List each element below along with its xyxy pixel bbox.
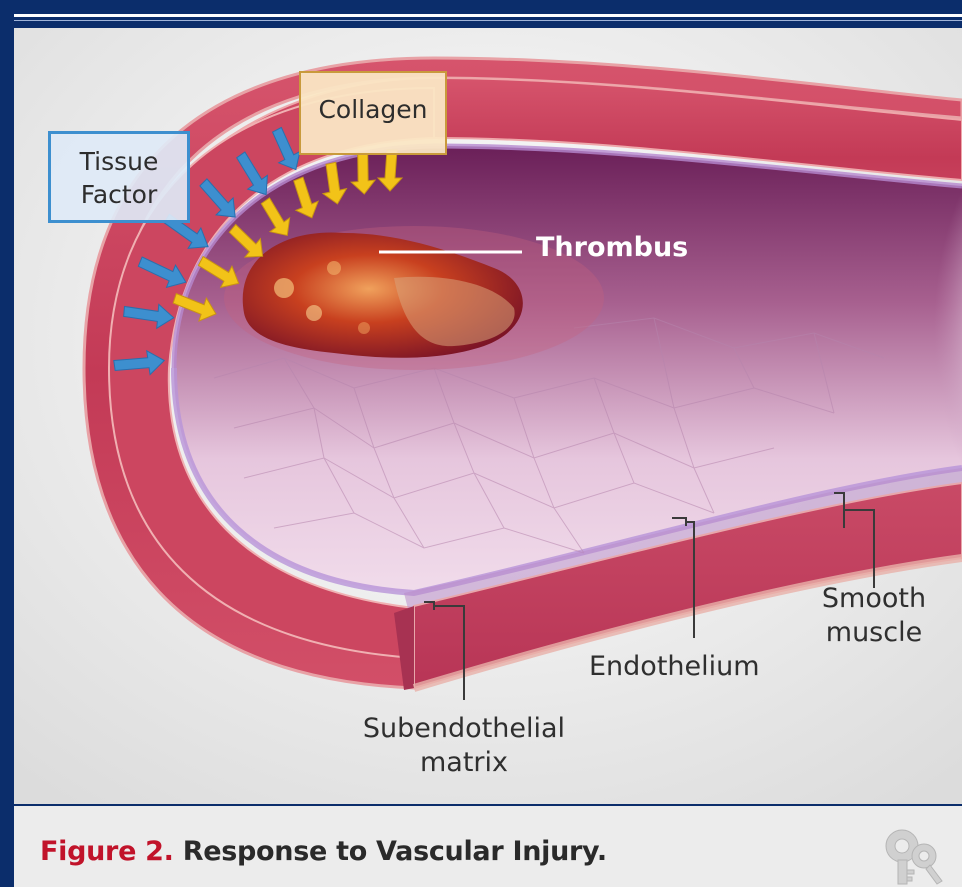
key-icon[interactable]: [880, 826, 950, 887]
figure-title: Response to Vascular Injury.: [183, 836, 607, 867]
banner-rule: [14, 14, 962, 17]
top-banner: [0, 0, 962, 26]
endothelium-label: Endothelium: [589, 650, 760, 684]
tissue-factor-label-line2: Factor: [51, 178, 187, 211]
subendothelial-line2: matrix: [344, 746, 584, 780]
subendothelial-matrix-label: Subendothelial matrix: [344, 712, 584, 780]
smooth-muscle-label: Smooth muscle: [809, 582, 939, 650]
collagen-label: Collagen: [301, 93, 445, 126]
collagen-box: Collagen: [299, 71, 447, 155]
thrombus-label: Thrombus: [536, 232, 688, 263]
tissue-factor-box: Tissue Factor: [48, 131, 190, 223]
figure-number: Figure 2.: [40, 836, 174, 867]
illustration-panel: Tissue Factor Collagen Thrombus Endothel…: [14, 28, 962, 804]
smooth-muscle-line1: Smooth: [809, 582, 939, 616]
subendothelial-line1: Subendothelial: [344, 712, 584, 746]
caption-bar: Figure 2. Response to Vascular Injury.: [14, 806, 962, 887]
smooth-muscle-line2: muscle: [809, 616, 939, 650]
banner-rule-thin: [14, 20, 962, 21]
figure-caption: Figure 2. Response to Vascular Injury.: [40, 836, 607, 867]
tissue-factor-label-line1: Tissue: [51, 145, 187, 178]
